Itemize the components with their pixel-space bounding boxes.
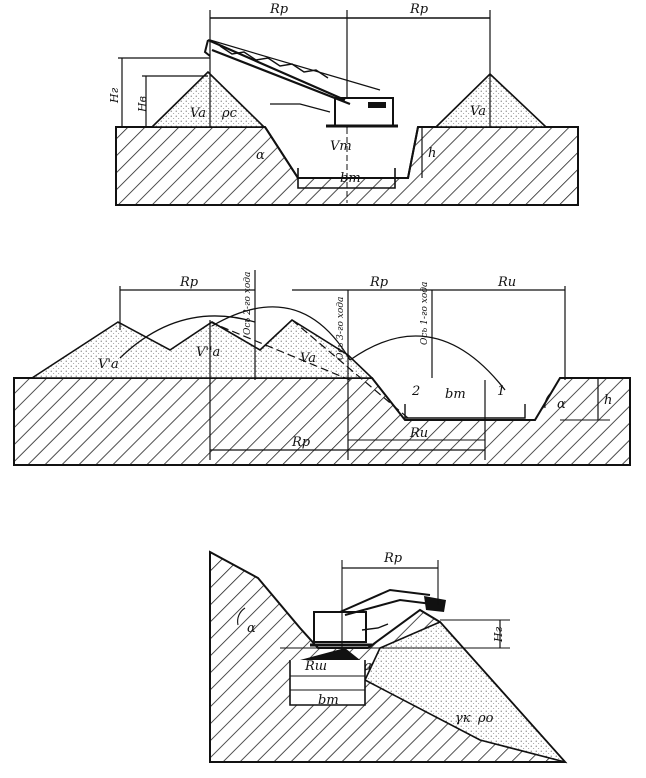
top-label-h: h xyxy=(428,146,436,161)
bottom-label-a: a xyxy=(364,659,372,674)
top-label-va-right: Va xyxy=(470,104,486,119)
middle-diagram: Rр Rр Rи Ось 2-го хода Ось 3-го хода Ось… xyxy=(13,270,631,466)
bottom-trench-outline xyxy=(289,660,366,706)
middle-ground-section xyxy=(13,377,631,466)
bottom-diagram: Rр α Hг Rш a bт γк ρо xyxy=(209,550,568,764)
bottom-label-rsh: Rш xyxy=(304,659,327,674)
middle-label-rp-top-left: Rр xyxy=(179,275,199,290)
middle-arc-2 xyxy=(211,306,351,361)
middle-label-num2: 2 xyxy=(411,384,420,399)
middle-dashed-slope xyxy=(209,321,351,381)
dragline-excavator-top xyxy=(203,38,398,128)
top-diagram: Rр Rр Hг Hв Va ρс Va Vт h α bт xyxy=(108,2,579,206)
middle-label-bt: bт xyxy=(445,387,466,402)
bottom-spoil-pile xyxy=(363,621,568,764)
bottom-label-gamma: γк xyxy=(455,711,471,726)
top-label-rp-left: Rр xyxy=(269,2,289,17)
top-label-rho: ρс xyxy=(221,106,238,121)
top-label-hb: Hв xyxy=(136,96,149,113)
bottom-label-rp: Rр xyxy=(383,551,403,566)
middle-label-rp-top-mid: Rр xyxy=(369,275,389,290)
bottom-label-bt: bт xyxy=(318,693,339,708)
middle-label-axis1: Ось 2-го хода xyxy=(243,272,253,335)
bottom-alpha-arc xyxy=(237,607,246,626)
middle-label-alpha: α xyxy=(557,397,566,412)
top-label-va-left: Va xyxy=(190,106,206,121)
middle-label-axis2: Ось 3-го хода xyxy=(336,297,346,360)
middle-arc-1 xyxy=(119,315,256,359)
bottom-label-rho: ρо xyxy=(477,711,494,726)
top-spoil-pile-left xyxy=(150,70,266,128)
excavator-bottom xyxy=(310,588,446,647)
top-label-alpha: α xyxy=(256,148,265,163)
bottom-label-hr: Hг xyxy=(492,626,505,643)
top-label-vt: Vт xyxy=(330,139,352,154)
middle-label-num1: 1 xyxy=(497,384,505,399)
middle-label-rp-bottom: Rр xyxy=(291,435,311,450)
middle-label-va3: Va xyxy=(300,351,316,366)
top-spoil-pile-right xyxy=(434,72,549,128)
middle-label-ru-top: Rи xyxy=(497,275,516,290)
middle-label-ru-bottom: Rи xyxy=(409,426,428,441)
middle-trench-inner xyxy=(404,404,526,419)
top-label-hr: Hг xyxy=(108,87,121,104)
top-label-bt: bт xyxy=(340,171,361,186)
middle-label-axis3: Ось 1-го хода xyxy=(420,282,430,345)
middle-label-va2: V''a xyxy=(196,345,220,360)
bottom-excavator-track xyxy=(300,648,360,660)
middle-arc-3 xyxy=(349,335,506,391)
top-label-rp-right: Rр xyxy=(409,2,429,17)
middle-dashed-slope-2 xyxy=(291,319,409,419)
bottom-label-alpha: α xyxy=(247,621,256,636)
middle-spoil-piles xyxy=(29,318,374,379)
middle-alpha-arc xyxy=(544,391,553,409)
middle-label-va1: V'a xyxy=(98,357,119,372)
middle-label-h: h xyxy=(604,393,612,408)
top-trench-outline xyxy=(264,126,419,179)
